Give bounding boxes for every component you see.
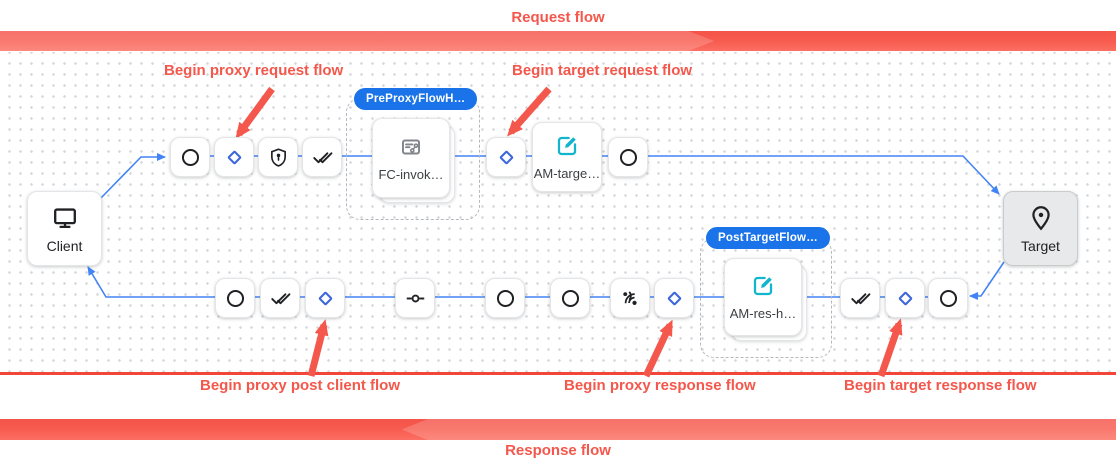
step-circle[interactable] xyxy=(485,278,525,318)
circle-icon xyxy=(495,288,516,309)
diamond-icon xyxy=(496,147,517,168)
step-circle[interactable] xyxy=(550,278,590,318)
step-double-check[interactable] xyxy=(260,278,300,318)
response-section-divider xyxy=(0,372,1116,375)
flow-annotation-label: Begin proxy post client flow xyxy=(200,377,401,394)
double-check-icon xyxy=(270,288,291,309)
response-flow-title: Response flow xyxy=(505,442,611,459)
diamond-icon xyxy=(315,288,336,309)
step-circle[interactable] xyxy=(170,137,210,177)
step-double-check[interactable] xyxy=(302,137,342,177)
shield-icon xyxy=(268,147,289,168)
pin-icon xyxy=(1027,204,1055,232)
node-fc-invok[interactable]: FC-invok… xyxy=(372,118,450,198)
circle-icon xyxy=(618,147,639,168)
step-diamond[interactable] xyxy=(885,278,925,318)
request-flow-arrow-bar xyxy=(0,31,1116,51)
diamond-icon xyxy=(895,288,916,309)
step-diamond[interactable] xyxy=(654,278,694,318)
node-client[interactable]: Client xyxy=(27,191,102,266)
node-label: Target xyxy=(1021,237,1060,254)
circle-icon xyxy=(225,288,246,309)
node-label: AM-targe… xyxy=(533,166,601,181)
step-diamond[interactable] xyxy=(214,137,254,177)
double-check-icon xyxy=(850,288,871,309)
step-double-check[interactable] xyxy=(840,278,880,318)
step-circle[interactable] xyxy=(608,137,648,177)
response-flow-arrow-bar xyxy=(0,419,1116,440)
edit-icon xyxy=(750,273,776,299)
step-shield[interactable] xyxy=(258,137,298,177)
step-circle[interactable] xyxy=(215,278,255,318)
flow-annotation-label: Begin target request flow xyxy=(512,62,693,79)
circle-icon xyxy=(560,288,581,309)
flow-hook-badge[interactable]: PreProxyFlowH… xyxy=(354,88,478,110)
step-diamond[interactable] xyxy=(486,137,526,177)
flow-hook-badge[interactable]: PostTargetFlow… xyxy=(706,227,830,249)
flow-annotation-label: Begin proxy response flow xyxy=(564,377,756,394)
node-label: AM-res-h… xyxy=(729,306,797,321)
diamond-icon xyxy=(664,288,685,309)
edit-icon xyxy=(554,133,580,159)
step-signal[interactable] xyxy=(610,278,650,318)
flow-annotation-label: Begin target response flow xyxy=(844,377,1037,394)
step-circle[interactable] xyxy=(928,278,968,318)
signal-icon xyxy=(620,288,641,309)
node-am-targe[interactable]: AM-targe… xyxy=(532,122,602,192)
flow-annotation-label: Begin proxy request flow xyxy=(164,62,344,79)
diamond-icon xyxy=(224,147,245,168)
node-label: Client xyxy=(46,237,83,254)
flow-callout-icon xyxy=(398,134,424,160)
node-target[interactable]: Target xyxy=(1003,191,1078,266)
double-check-icon xyxy=(312,147,333,168)
step-diamond[interactable] xyxy=(305,278,345,318)
circle-icon xyxy=(180,147,201,168)
step-commit[interactable] xyxy=(395,278,435,318)
circle-icon xyxy=(938,288,959,309)
commit-icon xyxy=(405,288,426,309)
request-flow-title: Request flow xyxy=(511,9,605,26)
node-label: FC-invok… xyxy=(378,167,444,182)
node-am-res-h[interactable]: AM-res-h… xyxy=(724,258,802,336)
monitor-icon xyxy=(51,204,79,232)
flow-canvas[interactable] xyxy=(0,52,1116,372)
